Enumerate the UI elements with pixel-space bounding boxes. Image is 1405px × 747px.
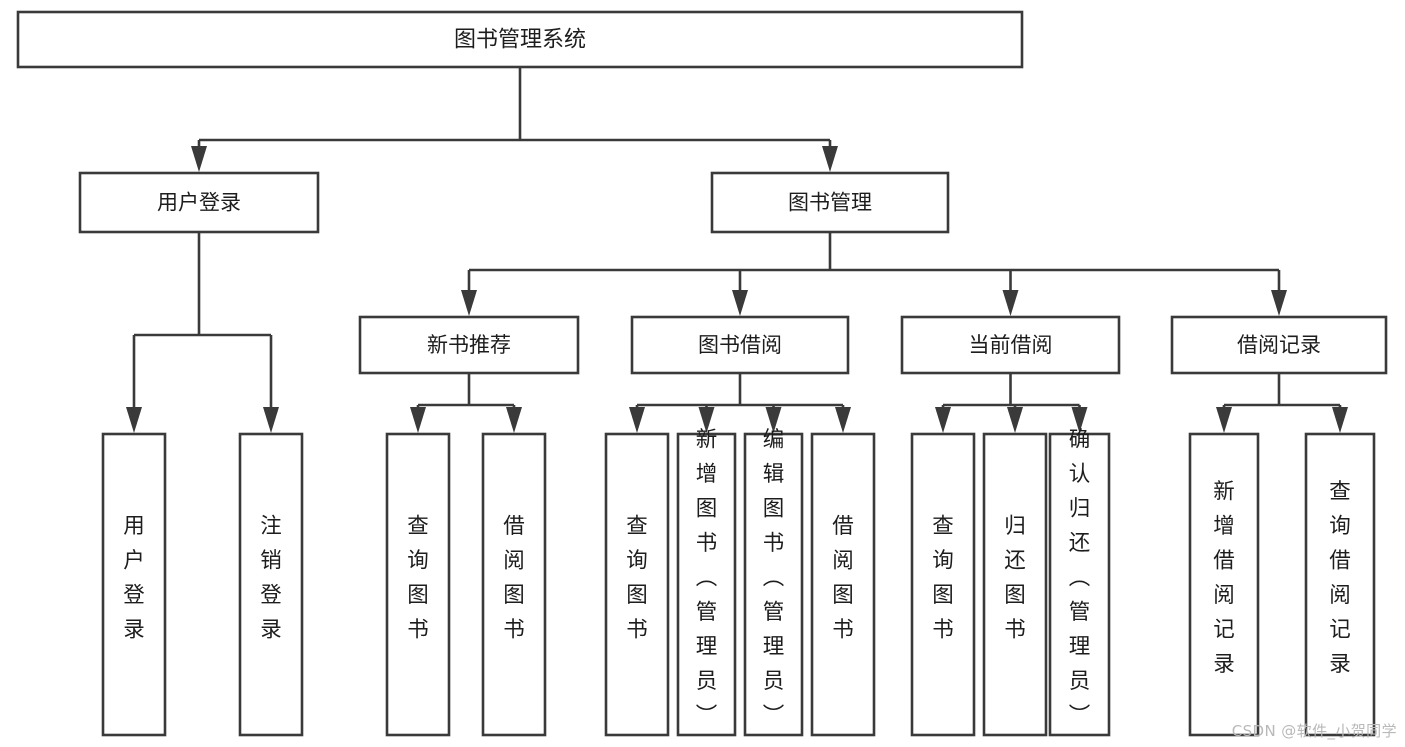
node-label-vertical: 查询图书 [407,514,429,643]
arrow-head-icon [1002,290,1019,316]
arrow-head-icon [263,407,279,433]
node-leaf-user-login[interactable]: 用户登录 [101,432,167,737]
node-leaf-query-book-rec[interactable]: 查询图书 [385,432,451,737]
node-book-manage[interactable]: 图书管理 [710,171,950,234]
node-label-vertical: 查询图书 [626,514,648,643]
node-box [900,315,1121,375]
node-leaf-add-book[interactable]: 新增图书︵管理员︶ [676,428,737,737]
node-leaf-borrow-book-rec[interactable]: 借阅图书 [481,432,547,737]
node-box [78,171,320,234]
arrow-head-icon [835,407,851,433]
node-box [101,432,167,737]
node-label-vertical: 编辑图书︵管理员︶ [763,428,785,729]
node-box [710,171,950,234]
node-box [910,432,976,737]
node-label-vertical: 查询图书 [932,514,954,643]
node-label-vertical: 用户登录 [123,514,145,643]
node-box [604,432,670,737]
arrow-head-icon [410,407,426,433]
arrow-head-icon [629,407,645,433]
node-user-login[interactable]: 用户登录 [78,171,320,234]
arrow-head-icon [698,407,715,433]
arrow-head-icon [732,290,748,316]
node-layer: 图书管理系统用户登录图书管理新书推荐图书借阅当前借阅借阅记录用户登录注销登录查询… [16,10,1388,737]
node-leaf-query-record[interactable]: 查询借阅记录 [1304,432,1376,737]
node-leaf-confirm-return[interactable]: 确认归还︵管理员︶ [1048,428,1111,737]
node-label-vertical: 注销登录 [260,514,282,643]
arrow-head-icon [1271,290,1287,316]
node-box [982,432,1048,737]
arrow-head-icon [1216,407,1232,433]
node-box [238,432,304,737]
node-label: 图书借阅 [698,333,782,357]
node-label-vertical: 新增图书︵管理员︶ [696,428,718,729]
node-box [358,315,580,375]
arrow-head-icon [506,407,522,433]
node-box [676,432,737,737]
node-box [1170,315,1388,375]
node-current-borrow[interactable]: 当前借阅 [900,315,1121,375]
node-label-vertical: 借阅图书 [832,514,854,643]
node-leaf-add-record[interactable]: 新增借阅记录 [1188,432,1260,737]
node-box [16,10,1024,69]
node-label-vertical: 确认归还︵管理员︶ [1069,428,1091,729]
arrow-head-icon [191,146,207,172]
node-label: 新书推荐 [427,333,511,357]
node-label-vertical: 新增借阅记录 [1213,479,1235,677]
node-box [1304,432,1376,737]
node-root[interactable]: 图书管理系统 [16,10,1024,69]
node-label: 图书管理 [788,191,872,215]
node-box [1188,432,1260,737]
node-label: 当前借阅 [969,333,1053,357]
arrow-head-icon [765,407,782,433]
node-box [743,432,804,737]
node-label-vertical: 归还图书 [1004,514,1026,643]
node-book-borrow[interactable]: 图书借阅 [630,315,850,375]
node-leaf-borrow-book[interactable]: 借阅图书 [810,432,876,737]
node-label-vertical: 查询借阅记录 [1329,479,1351,677]
arrow-head-icon [822,146,838,172]
node-leaf-edit-book[interactable]: 编辑图书︵管理员︶ [743,428,804,737]
node-box [385,432,451,737]
node-label-vertical: 借阅图书 [503,514,525,643]
node-borrow-record[interactable]: 借阅记录 [1170,315,1388,375]
arrow-head-icon [1007,407,1023,433]
node-leaf-return-book[interactable]: 归还图书 [982,432,1048,737]
arrow-head-icon [461,290,477,316]
arrow-head-icon [935,407,951,433]
node-box [810,432,876,737]
csdn-watermark: CSDN @软件_小贺同学 [1231,722,1397,740]
arrow-head-icon [126,407,142,433]
arrow-head-icon [1332,407,1348,433]
node-leaf-user-logout[interactable]: 注销登录 [238,432,304,737]
node-box [481,432,547,737]
node-label: 借阅记录 [1237,333,1321,357]
node-leaf-query-book-cur[interactable]: 查询图书 [910,432,976,737]
node-label: 图书管理系统 [454,28,586,53]
node-leaf-query-book-borrow[interactable]: 查询图书 [604,432,670,737]
node-new-book-rec[interactable]: 新书推荐 [358,315,580,375]
node-box [630,315,850,375]
connector-layer [126,67,1348,433]
node-label: 用户登录 [157,191,241,215]
arrow-head-icon [1071,407,1088,433]
node-box [1048,432,1111,737]
